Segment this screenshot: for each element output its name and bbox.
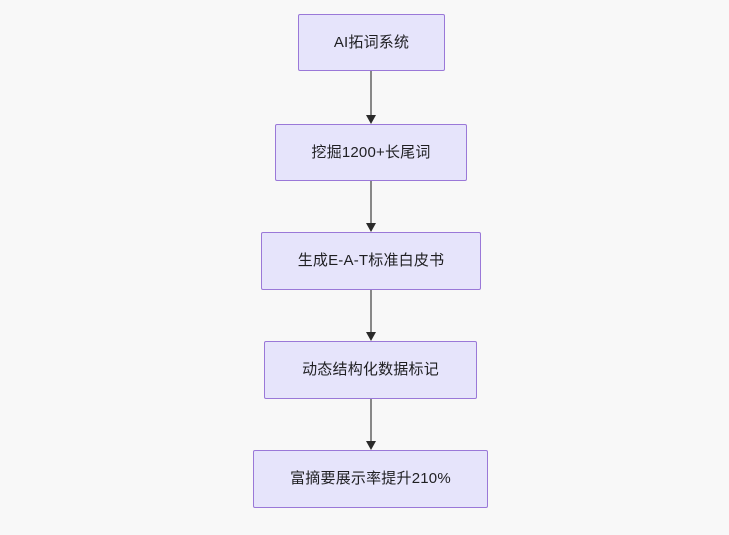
flowchart-node-mine-longtail-keywords[interactable]: 挖掘1200+长尾词 — [275, 124, 467, 181]
flowchart-node-label: 挖掘1200+长尾词 — [311, 143, 431, 161]
flowchart-node-rich-snippet-impression-lift[interactable]: 富摘要展示率提升210% — [253, 450, 488, 508]
flowchart-node-label: 动态结构化数据标记 — [302, 361, 439, 378]
flowchart-node-label: AI拓词系统 — [333, 33, 410, 51]
flowchart-edge-arrow-icon — [366, 290, 376, 341]
flowchart-node-label: 生成E-A-T标准白皮书 — [297, 252, 445, 269]
flowchart-node-dynamic-structured-data-markup[interactable]: 动态结构化数据标记 — [264, 341, 477, 399]
flowchart-node-generate-eat-whitepaper[interactable]: 生成E-A-T标准白皮书 — [261, 232, 481, 290]
flowchart-node-ai-keyword-system[interactable]: AI拓词系统 — [298, 14, 445, 71]
flowchart-edge-arrow-icon — [366, 181, 376, 232]
flowchart-node-label: 富摘要展示率提升210% — [290, 470, 451, 487]
flowchart-edge-arrow-icon — [366, 71, 376, 124]
flowchart-edge-arrow-icon — [366, 399, 376, 450]
